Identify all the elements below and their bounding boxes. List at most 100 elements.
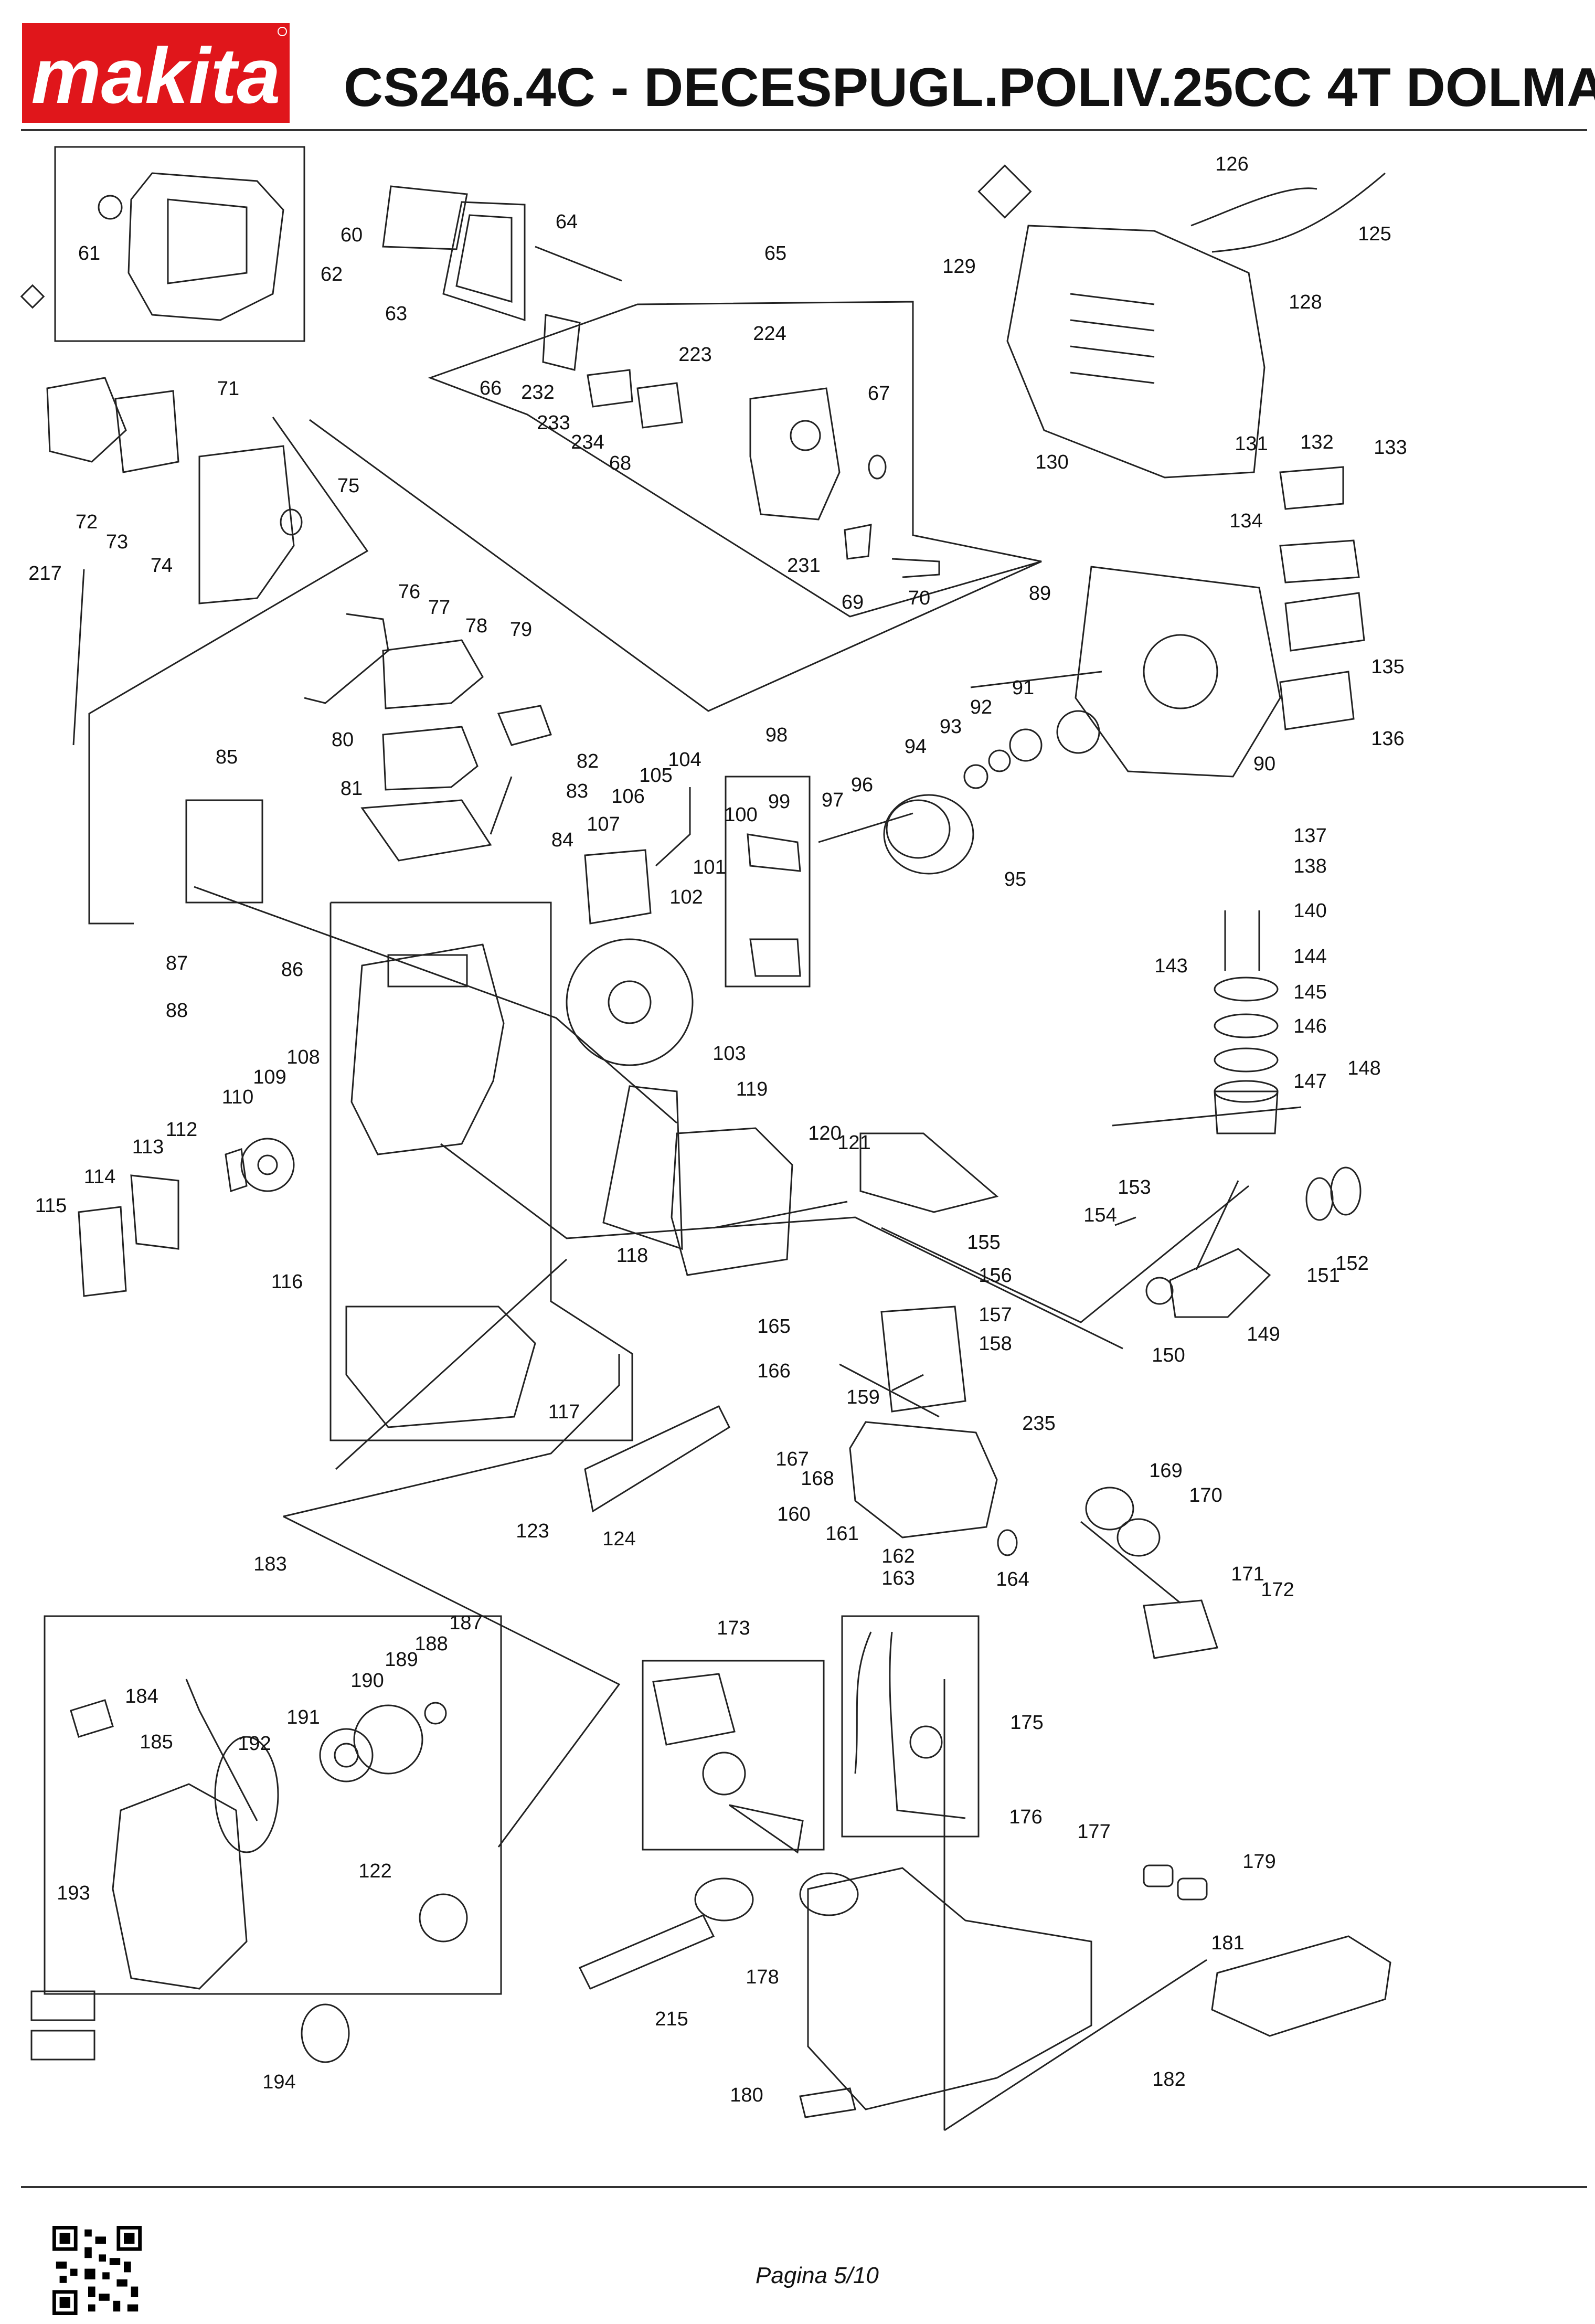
part-callout-128: 128 bbox=[1289, 291, 1322, 313]
part-callout-180: 180 bbox=[730, 2084, 763, 2106]
part-callout-117: 117 bbox=[548, 1401, 580, 1423]
part-callout-106: 106 bbox=[611, 786, 644, 808]
part-callout-78: 78 bbox=[465, 615, 487, 637]
part-callout-61: 61 bbox=[78, 242, 100, 264]
part-callout-163: 163 bbox=[881, 1567, 915, 1589]
footer-divider bbox=[21, 2186, 1587, 2188]
part-callout-92: 92 bbox=[970, 696, 992, 718]
part-callout-75: 75 bbox=[337, 475, 359, 497]
part-callout-149: 149 bbox=[1247, 1323, 1280, 1345]
part-callout-166: 166 bbox=[757, 1360, 790, 1382]
part-callout-124: 124 bbox=[602, 1528, 635, 1550]
part-callout-121: 121 bbox=[837, 1132, 870, 1154]
part-callout-154: 154 bbox=[1083, 1204, 1116, 1226]
part-callout-91: 91 bbox=[1012, 677, 1034, 699]
part-callout-84: 84 bbox=[551, 829, 573, 851]
part-callout-94: 94 bbox=[905, 736, 927, 758]
part-callout-181: 181 bbox=[1211, 1932, 1244, 1954]
part-callout-176: 176 bbox=[1009, 1806, 1042, 1828]
part-callout-183: 183 bbox=[253, 1553, 286, 1575]
part-callout-234: 234 bbox=[571, 431, 604, 453]
part-callout-89: 89 bbox=[1029, 582, 1051, 604]
part-callout-147: 147 bbox=[1293, 1070, 1326, 1092]
part-callout-165: 165 bbox=[757, 1315, 790, 1338]
part-callout-140: 140 bbox=[1293, 900, 1326, 922]
part-callout-179: 179 bbox=[1242, 1851, 1275, 1873]
part-callout-233: 233 bbox=[537, 412, 570, 434]
part-callout-182: 182 bbox=[1152, 2068, 1185, 2090]
frame-group-175 bbox=[841, 1615, 980, 1838]
frame-group-65 bbox=[428, 301, 1042, 618]
frame-group-183 bbox=[44, 1615, 502, 1995]
part-callout-114: 114 bbox=[84, 1166, 116, 1188]
part-callout-99: 99 bbox=[768, 791, 790, 813]
part-callout-113: 113 bbox=[132, 1136, 164, 1158]
part-callout-168: 168 bbox=[801, 1468, 834, 1490]
part-callout-138: 138 bbox=[1293, 855, 1326, 877]
part-callout-215: 215 bbox=[655, 2008, 688, 2030]
part-callout-156: 156 bbox=[979, 1265, 1012, 1287]
part-callout-159: 159 bbox=[846, 1386, 879, 1408]
part-callout-192: 192 bbox=[238, 1733, 271, 1755]
part-callout-63: 63 bbox=[385, 303, 407, 325]
part-callout-107: 107 bbox=[587, 813, 620, 835]
part-callout-82: 82 bbox=[577, 750, 599, 772]
part-callout-143: 143 bbox=[1154, 955, 1187, 977]
part-callout-164: 164 bbox=[996, 1568, 1029, 1590]
qr-code-icon bbox=[52, 2226, 142, 2315]
part-callout-87: 87 bbox=[166, 952, 188, 974]
part-callout-83: 83 bbox=[566, 780, 588, 802]
part-callout-68: 68 bbox=[609, 452, 631, 474]
part-callout-90: 90 bbox=[1253, 753, 1275, 775]
part-callout-145: 145 bbox=[1293, 981, 1326, 1003]
part-callout-102: 102 bbox=[669, 886, 703, 908]
part-callout-134: 134 bbox=[1229, 510, 1262, 532]
part-callout-148: 148 bbox=[1347, 1057, 1380, 1079]
part-callout-115: 115 bbox=[35, 1195, 67, 1217]
part-callout-188: 188 bbox=[414, 1633, 448, 1655]
part-callout-167: 167 bbox=[775, 1448, 809, 1470]
part-callout-86: 86 bbox=[281, 959, 303, 981]
brand-wordmark: makita bbox=[31, 31, 280, 120]
part-callout-135: 135 bbox=[1371, 656, 1404, 678]
part-callout-120: 120 bbox=[808, 1122, 841, 1144]
header-divider bbox=[21, 129, 1587, 131]
part-callout-136: 136 bbox=[1371, 728, 1404, 750]
page-title: CS246.4C - DECESPUGL.POLIV.25CC 4T DOLMA… bbox=[344, 57, 1595, 118]
part-callout-170: 170 bbox=[1189, 1484, 1222, 1506]
part-callout-125: 125 bbox=[1358, 223, 1391, 245]
part-callout-93: 93 bbox=[940, 716, 962, 738]
part-callout-73: 73 bbox=[106, 531, 128, 553]
part-callout-69: 69 bbox=[842, 591, 864, 613]
part-callout-79: 79 bbox=[510, 619, 532, 641]
part-callout-77: 77 bbox=[428, 597, 450, 619]
part-callout-150: 150 bbox=[1152, 1344, 1185, 1366]
part-callout-131: 131 bbox=[1235, 433, 1268, 455]
part-callout-158: 158 bbox=[979, 1333, 1012, 1355]
part-callout-76: 76 bbox=[398, 581, 420, 603]
part-callout-133: 133 bbox=[1374, 437, 1407, 459]
part-callout-178: 178 bbox=[746, 1966, 779, 1988]
part-callout-109: 109 bbox=[253, 1066, 286, 1088]
part-callout-157: 157 bbox=[979, 1304, 1012, 1326]
part-callout-194: 194 bbox=[262, 2071, 295, 2093]
part-callout-152: 152 bbox=[1335, 1253, 1368, 1275]
part-callout-191: 191 bbox=[286, 1706, 320, 1728]
part-callout-60: 60 bbox=[341, 224, 363, 246]
part-callout-169: 169 bbox=[1149, 1460, 1182, 1482]
part-callout-177: 177 bbox=[1077, 1821, 1110, 1843]
part-callout-193: 193 bbox=[57, 1882, 90, 1904]
part-callout-88: 88 bbox=[166, 1000, 188, 1022]
part-callout-175: 175 bbox=[1010, 1712, 1043, 1734]
part-callout-224: 224 bbox=[753, 323, 786, 345]
part-callout-97: 97 bbox=[822, 789, 844, 811]
part-callout-70: 70 bbox=[908, 587, 930, 609]
part-callout-62: 62 bbox=[321, 263, 343, 285]
page-number: Pagina 5/10 bbox=[756, 2263, 879, 2288]
part-callout-137: 137 bbox=[1293, 825, 1326, 847]
part-callout-129: 129 bbox=[942, 256, 975, 278]
part-callout-81: 81 bbox=[341, 778, 363, 800]
part-callout-232: 232 bbox=[521, 381, 554, 404]
part-callout-223: 223 bbox=[678, 344, 711, 366]
